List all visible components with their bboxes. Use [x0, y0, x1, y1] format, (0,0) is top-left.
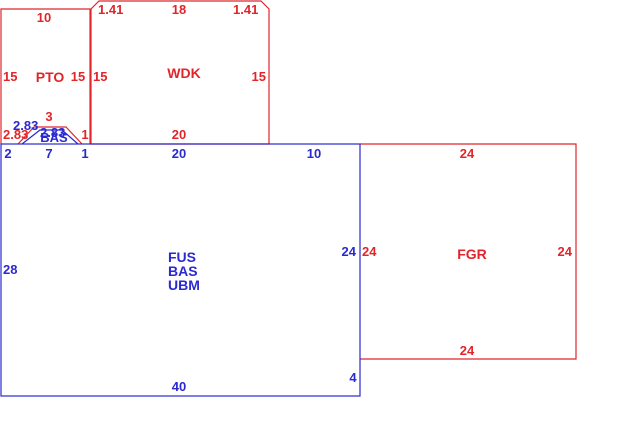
main-top-dim-c: 1: [81, 146, 88, 161]
outline-main: [0, 143, 361, 397]
pto-left-dim: 15: [3, 69, 17, 84]
main-top-dim-d: 20: [172, 146, 186, 161]
main-bottom-right-dim: 4: [349, 370, 357, 385]
main-bottom-dim: 40: [172, 379, 186, 394]
main-name-bas: BAS: [168, 263, 198, 279]
main-name-fus: FUS: [168, 249, 196, 265]
outline-bas-small: [21, 129, 79, 145]
wdk-right-dim: 15: [252, 69, 266, 84]
wdk-bottom-dim: 20: [172, 127, 186, 142]
wdk-left-dim: 15: [93, 69, 107, 84]
pto-small-diag-dim: 2.83: [13, 118, 38, 133]
outline-fgr: [360, 143, 577, 360]
outline-pto: [0, 8, 91, 145]
wdk-top-dim: 18: [172, 2, 186, 17]
pto-name: PTO: [36, 69, 65, 85]
main-right-dim: 24: [342, 244, 357, 259]
fgr-right-dim: 24: [558, 244, 573, 259]
bas-small-overlay-dim: 2.83: [40, 125, 65, 140]
pto-right-dim: 15: [71, 69, 85, 84]
bas-small-name: BAS: [40, 130, 68, 145]
main-top-dim-e: 10: [307, 146, 321, 161]
main-top-dim-a: 2: [4, 146, 11, 161]
pto-small-left-dim: 2.83: [3, 127, 28, 142]
wdk-corner-right-dim: 1.41: [233, 2, 258, 17]
wdk-name: WDK: [167, 65, 200, 81]
fgr-bottom-dim: 24: [460, 343, 475, 358]
fgr-top-dim: 24: [460, 146, 475, 161]
main-name-ubm: UBM: [168, 277, 200, 293]
fgr-left-dim: 24: [362, 244, 377, 259]
wdk-corner-left-dim: 1.41: [98, 2, 123, 17]
pto-top-dim: 10: [37, 10, 51, 25]
fgr-name: FGR: [457, 246, 487, 262]
pto-small-right-dim: 1: [81, 127, 88, 142]
main-left-dim: 28: [3, 262, 17, 277]
main-top-dim-b: 7: [45, 146, 52, 161]
pto-small-top-dim: 3: [45, 109, 52, 124]
